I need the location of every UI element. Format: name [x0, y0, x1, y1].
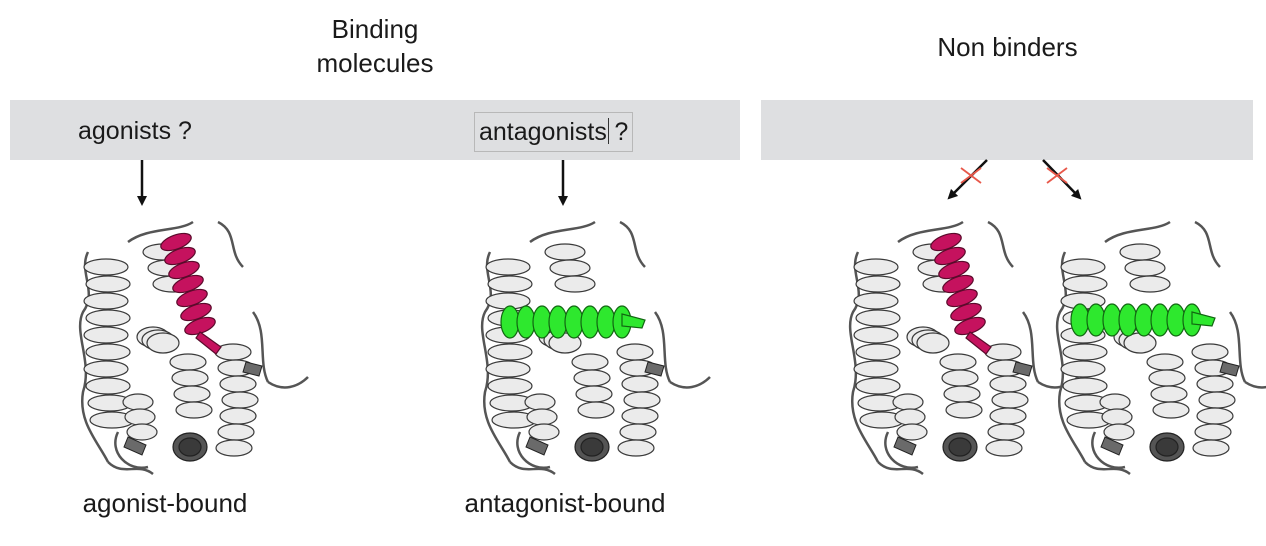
- non-binder-agonist-protein: [848, 220, 1080, 476]
- non-binders-heading: Non binders: [937, 32, 1078, 62]
- agonists-label: agonists ?: [78, 117, 192, 145]
- binding-band: [10, 100, 740, 160]
- non-binders-band: [761, 100, 1253, 160]
- binding-heading-line1: Binding: [331, 14, 419, 44]
- antagonist-bound-caption: antagonist-bound: [464, 488, 666, 518]
- cross-mark-left: [960, 167, 982, 184]
- antagonists-word: antagonists: [479, 118, 607, 146]
- non-binder-antagonist-protein: [1055, 220, 1266, 476]
- cross-mark-right: [1046, 167, 1068, 184]
- binding-heading-line2: molecules: [316, 48, 434, 78]
- binding-molecules-heading: Binding molecules: [300, 12, 450, 80]
- antagonist-bound-protein: [480, 220, 712, 476]
- agonist-bound-protein: [78, 220, 310, 476]
- antagonists-question: ?: [614, 118, 629, 146]
- text-cursor: [607, 118, 610, 144]
- antagonists-label[interactable]: antagonists?: [474, 112, 634, 152]
- agonist-bound-caption: agonist-bound: [82, 488, 248, 518]
